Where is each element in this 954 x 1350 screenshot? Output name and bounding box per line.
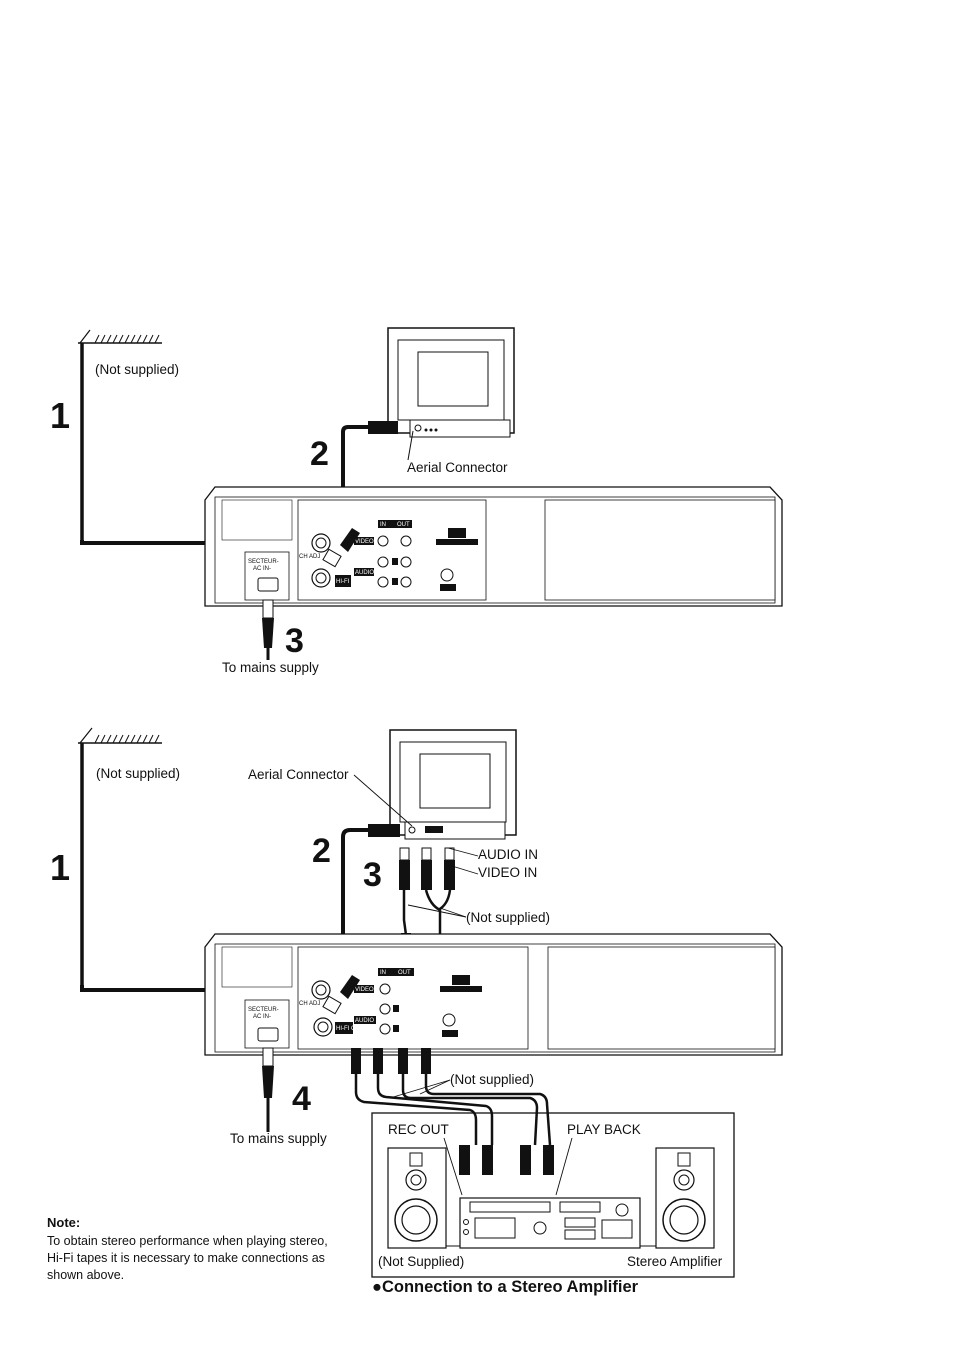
svg-text:IN: IN <box>380 970 386 976</box>
tv-icon <box>387 327 515 438</box>
svg-text:AC IN-: AC IN- <box>253 566 271 572</box>
video-in-label: VIDEO IN <box>478 865 537 880</box>
svg-text:HI-FI OUT: HI-FI OUT <box>336 579 364 585</box>
play-back-label: PLAY BACK <box>567 1122 641 1137</box>
caption-stereo-amplifier: ●Connection to a Stereo Amplifier <box>372 1278 639 1296</box>
rf-cable <box>341 425 370 545</box>
step-4-number: 4 <box>292 1080 311 1118</box>
rec-out-label: REC OUT <box>388 1122 449 1137</box>
svg-text:OUT: OUT <box>398 970 411 976</box>
audio-in-label: AUDIO IN <box>478 847 538 862</box>
diagram-2: (Not supplied) 1 Aerial Connector 2 <box>50 727 783 1278</box>
audio-cable <box>351 1048 554 1175</box>
step-1-number: 1 <box>50 847 70 888</box>
aerial-connector-label: Aerial Connector <box>248 767 349 782</box>
stereo-amplifier-icon <box>371 1112 735 1278</box>
stereo-amplifier-label: Stereo Amplifier <box>627 1254 723 1269</box>
aerial-cable <box>80 540 265 545</box>
svg-text:OUT: OUT <box>397 522 410 528</box>
svg-text:HI-FI OUT: HI-FI OUT <box>336 1026 364 1032</box>
aerial-connector-label: Aerial Connector <box>407 460 508 475</box>
antenna-icon <box>78 727 162 985</box>
svg-text:SECTEUR-: SECTEUR- <box>248 1007 279 1013</box>
tv-icon <box>389 729 517 840</box>
audio-cable-not-supplied-label: (Not supplied) <box>450 1072 534 1087</box>
note-title: Note: <box>47 1215 81 1230</box>
note-body: To obtain stereo performance when playin… <box>47 1234 328 1282</box>
vcr-rear-panel: SECTEUR- AC IN- CH ADJ IN OUT VIDEO AUDI… <box>204 486 783 607</box>
mains-supply-label: To mains supply <box>222 660 319 675</box>
amplifier-not-supplied-label: (Not Supplied) <box>378 1254 464 1269</box>
svg-text:SECTEUR-: SECTEUR- <box>248 559 279 565</box>
vcr-rear-panel: SECTEUR- AC IN- CH ADJ IN OUT VIDEO AUDI… <box>204 933 783 1056</box>
step-3-number: 3 <box>285 622 304 660</box>
step-2-number: 2 <box>310 435 329 473</box>
svg-text:AUDIO: AUDIO <box>355 570 374 576</box>
antenna-not-supplied-label: (Not supplied) <box>96 766 180 781</box>
svg-text:CH ADJ: CH ADJ <box>299 1001 320 1007</box>
antenna-not-supplied-label: (Not supplied) <box>95 362 179 377</box>
av-cable-not-supplied-label: (Not supplied) <box>466 910 550 925</box>
svg-text:AC IN-: AC IN- <box>253 1014 271 1020</box>
svg-text:CH ADJ: CH ADJ <box>299 554 320 560</box>
svg-text:IN: IN <box>380 522 386 528</box>
step-1-number: 1 <box>50 395 70 436</box>
step-3-number: 3 <box>363 856 382 894</box>
svg-text:AUDIO: AUDIO <box>355 1018 374 1024</box>
step-2-number: 2 <box>312 832 331 870</box>
svg-text:VIDEO: VIDEO <box>355 987 374 993</box>
antenna-icon <box>78 329 162 540</box>
diagram-1: (Not supplied) 2 Aerial Connector 1 <box>50 327 783 675</box>
svg-text:VIDEO: VIDEO <box>355 539 374 545</box>
mains-supply-label: To mains supply <box>230 1131 327 1146</box>
